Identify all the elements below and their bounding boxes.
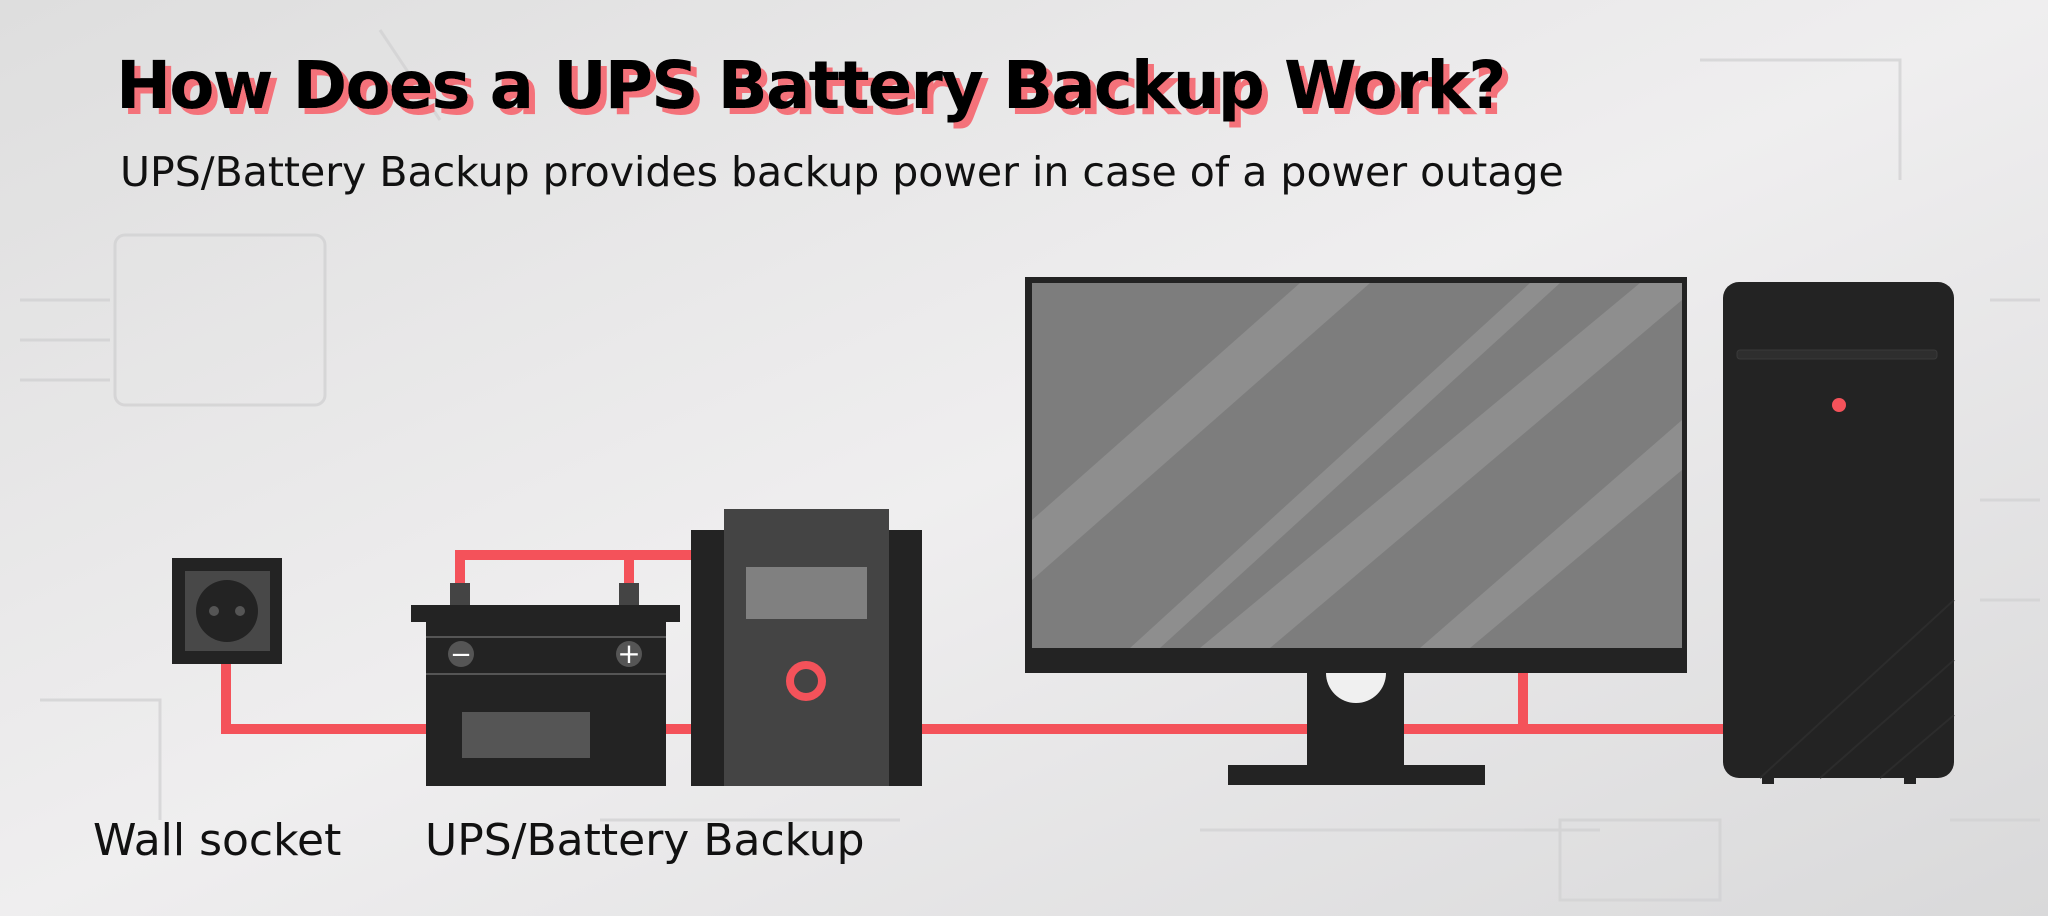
battery-icon: − + xyxy=(411,583,680,786)
ups-unit-icon xyxy=(691,509,922,786)
ups-power-button xyxy=(786,661,826,701)
battery-plus-symbol: + xyxy=(617,637,640,670)
wire-socket-to-battery xyxy=(221,664,430,734)
circuit-pattern xyxy=(20,29,2040,902)
page-title: How Does a UPS Battery Backup Work? xyxy=(116,47,1505,124)
computer-tower-icon xyxy=(1723,282,1955,784)
page-subtitle: UPS/Battery Backup provides backup power… xyxy=(120,148,1564,196)
tower-power-led xyxy=(1832,398,1846,412)
monitor-icon xyxy=(1025,277,1687,785)
wall-socket-label: Wall socket xyxy=(93,815,341,866)
ups-label: UPS/Battery Backup xyxy=(425,815,865,866)
battery-minus-symbol: − xyxy=(450,640,472,670)
wall-socket-icon xyxy=(172,558,282,664)
